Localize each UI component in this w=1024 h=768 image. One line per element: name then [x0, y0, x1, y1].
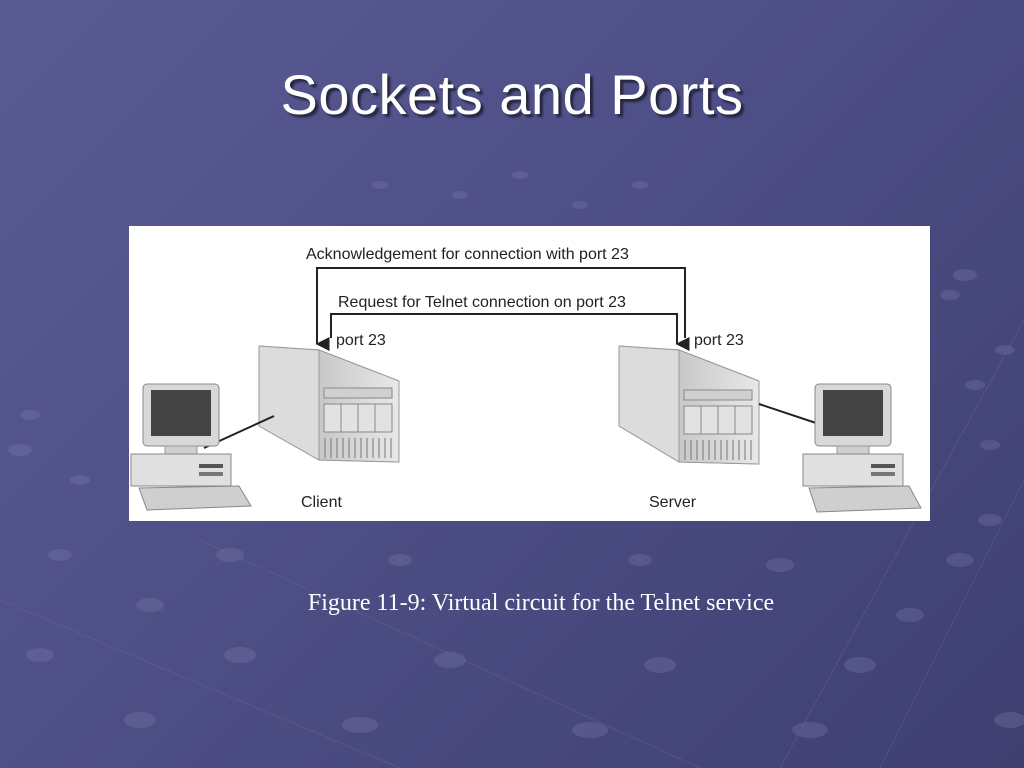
- server-computer-icon: [758, 383, 922, 513]
- client-computer-icon: [130, 383, 275, 511]
- request-label: Request for Telnet connection on port 23: [338, 294, 626, 311]
- ack-label: Acknowledgement for connection with port…: [306, 246, 629, 263]
- client-label: Client: [301, 494, 342, 511]
- client-port-label: port 23: [336, 332, 386, 349]
- diagram-panel: Acknowledgement for connection with port…: [129, 226, 930, 521]
- client-server-tower-icon: [258, 345, 400, 463]
- server-label: Server: [649, 494, 697, 511]
- request-arrow: [330, 313, 690, 351]
- figure-caption: Figure 11-9: Virtual circuit for the Tel…: [307, 590, 775, 616]
- telnet-circuit-diagram: Acknowledgement for connection with port…: [130, 246, 922, 513]
- server-port-label: port 23: [694, 332, 744, 349]
- server-tower-icon: [618, 345, 760, 465]
- ack-arrow: [315, 267, 686, 351]
- slide-title: Sockets and Ports: [280, 63, 744, 126]
